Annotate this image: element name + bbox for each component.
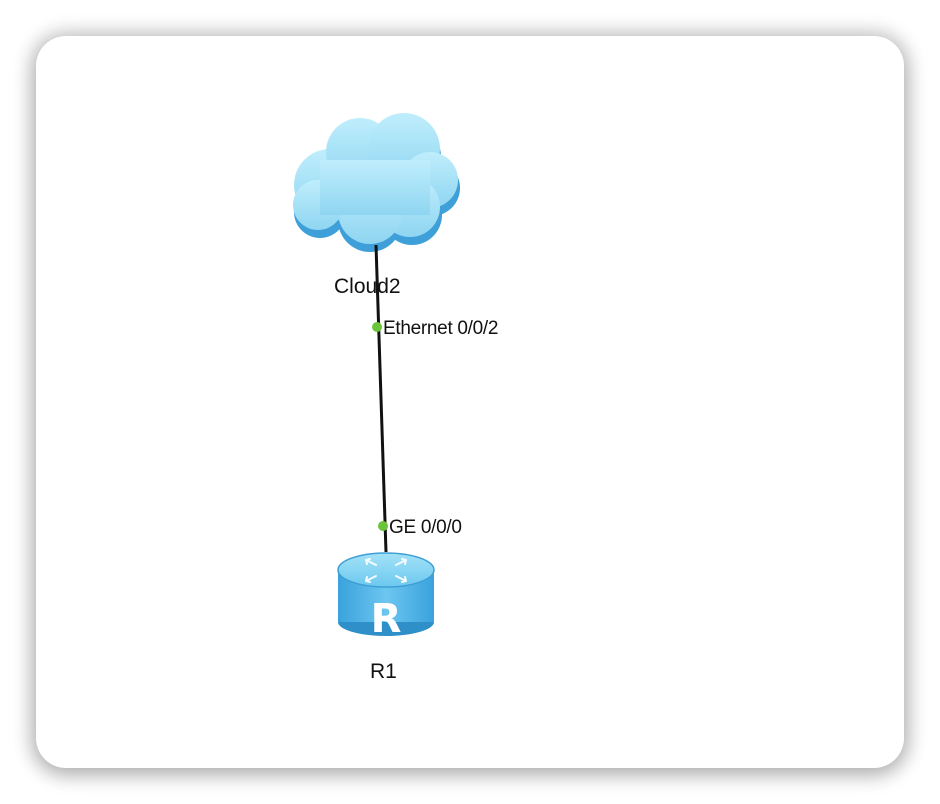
- router-icon[interactable]: R: [337, 552, 435, 642]
- cloud-port-label: Ethernet 0/0/2: [383, 318, 499, 339]
- port-status-dot-cloud: [372, 322, 382, 332]
- router-device-label: R1: [370, 660, 397, 683]
- diagram-frame: [36, 36, 904, 768]
- cloud-device-label: Cloud2: [334, 275, 401, 298]
- router-port-label: GE 0/0/0: [389, 517, 462, 538]
- router-glyph: R: [371, 596, 402, 642]
- port-status-dot-router: [378, 521, 388, 531]
- cloud-icon[interactable]: [293, 113, 460, 252]
- link-line[interactable]: [374, 244, 388, 553]
